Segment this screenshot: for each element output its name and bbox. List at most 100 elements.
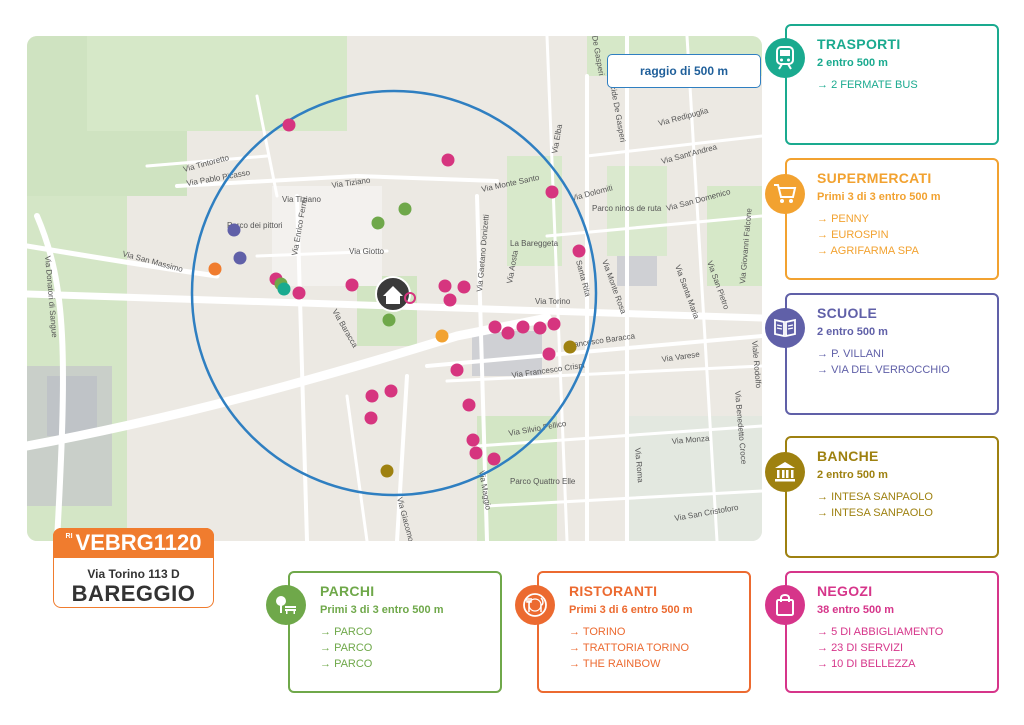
card-scuole: SCUOLE 2 entro 500 m P. VILLANI VIA DEL … — [785, 293, 999, 415]
card-list: P. VILLANI VIA DEL VERROCCHIO — [817, 346, 987, 378]
street-label: Via Tintoretto — [182, 153, 230, 174]
poi-marker[interactable] — [382, 313, 396, 327]
card-ristoranti: RISTORANTI Primi 3 di 6 entro 500 m TORI… — [537, 571, 751, 693]
poi-marker[interactable] — [563, 340, 577, 354]
poi-marker[interactable] — [457, 280, 471, 294]
card-title: PARCHI — [320, 583, 375, 599]
poi-markers — [208, 118, 586, 478]
cart-icon — [765, 174, 805, 214]
list-item: PARCO — [320, 640, 490, 656]
poi-marker[interactable] — [438, 279, 452, 293]
card-subtitle: 38 entro 500 m — [817, 604, 895, 616]
card-trasporti: TRASPORTI 2 entro 500 m 2 FERMATE BUS — [785, 24, 999, 145]
poi-marker[interactable] — [380, 464, 394, 478]
list-item: EUROSPIN — [817, 227, 987, 243]
poi-marker[interactable] — [282, 118, 296, 132]
list-item: TORINO — [569, 624, 739, 640]
map-canvas: Via Tintoretto Via Pablo Picasso Via Tiz… — [27, 36, 762, 541]
bank-icon — [765, 452, 805, 492]
list-item: 5 DI ABBIGLIAMENTO — [817, 624, 987, 640]
poi-marker[interactable] — [227, 223, 241, 237]
street-label: Viale Rodolfo — [750, 340, 762, 389]
street-label: Via Varese — [661, 350, 701, 364]
poi-marker[interactable] — [443, 293, 457, 307]
poi-marker[interactable] — [435, 329, 449, 343]
list-item: 10 DI BELLEZZA — [817, 656, 987, 672]
property-city: BAREGGIO — [71, 581, 196, 606]
card-title: SUPERMERCATI — [817, 170, 932, 186]
plate-icon — [515, 585, 555, 625]
list-item: PARCO — [320, 656, 490, 672]
poi-marker[interactable] — [384, 384, 398, 398]
card-subtitle: Primi 3 di 3 entro 500 m — [817, 191, 941, 203]
list-item: INTESA SANPAOLO — [817, 505, 987, 521]
list-item: PARCO — [320, 624, 490, 640]
poi-marker[interactable] — [545, 185, 559, 199]
card-banche: BANCHE 2 entro 500 m INTESA SANPAOLO INT… — [785, 436, 999, 558]
street-label: Santa Rita — [574, 259, 593, 298]
card-list: TORINO TRATTORIA TORINO THE RAINBOW — [569, 624, 739, 672]
poi-marker[interactable] — [487, 452, 501, 466]
poi-marker[interactable] — [208, 262, 222, 276]
poi-marker[interactable] — [501, 326, 515, 340]
card-subtitle: 2 entro 500 m — [817, 326, 888, 338]
poi-marker[interactable] — [466, 433, 480, 447]
poi-marker[interactable] — [462, 398, 476, 412]
card-parchi: PARCHI Primi 3 di 3 entro 500 m PARCO PA… — [288, 571, 502, 693]
card-title: TRASPORTI — [817, 36, 901, 52]
list-item: P. VILLANI — [817, 346, 987, 362]
card-subtitle: Primi 3 di 6 entro 500 m — [569, 604, 693, 616]
reference-code-badge: RI VEBRG1120 — [53, 528, 214, 558]
card-title: BANCHE — [817, 448, 879, 464]
reference-prefix: RI — [65, 533, 73, 540]
card-title: RISTORANTI — [569, 583, 658, 599]
street-label: Parco Quattro Elle — [510, 477, 576, 486]
home-marker-icon — [375, 276, 416, 312]
list-item: PENNY — [817, 211, 987, 227]
shopping-bag-icon — [765, 585, 805, 625]
radius-circle — [190, 89, 598, 497]
poi-marker[interactable] — [488, 320, 502, 334]
poi-marker[interactable] — [364, 411, 378, 425]
card-subtitle: Primi 3 di 3 entro 500 m — [320, 604, 444, 616]
card-list: 2 FERMATE BUS — [817, 77, 987, 93]
poi-marker[interactable] — [572, 244, 586, 258]
list-item: 23 DI SERVIZI — [817, 640, 987, 656]
street-label: Via Torino — [535, 297, 571, 306]
poi-marker[interactable] — [450, 363, 464, 377]
book-icon — [765, 308, 805, 348]
poi-marker[interactable] — [469, 446, 483, 460]
card-list: 5 DI ABBIGLIAMENTO 23 DI SERVIZI 10 DI B… — [817, 624, 987, 672]
poi-marker[interactable] — [542, 347, 556, 361]
property-reference: RI VEBRG1120 Via Torino 113 D BAREGGIO — [53, 528, 214, 608]
poi-marker[interactable] — [516, 320, 530, 334]
tree-bench-icon — [266, 585, 306, 625]
reference-code: VEBRG1120 — [75, 530, 202, 555]
train-icon — [765, 38, 805, 78]
card-list: INTESA SANPAOLO INTESA SANPAOLO — [817, 489, 987, 521]
street-label: Via Roma — [633, 447, 645, 483]
map-area[interactable]: Via Tintoretto Via Pablo Picasso Via Tiz… — [27, 36, 762, 541]
poi-marker[interactable] — [292, 286, 306, 300]
poi-marker[interactable] — [371, 216, 385, 230]
list-item: THE RAINBOW — [569, 656, 739, 672]
card-list: PENNY EUROSPIN AGRIFARMA SPA — [817, 211, 987, 259]
list-item: TRATTORIA TORINO — [569, 640, 739, 656]
card-title: NEGOZI — [817, 583, 873, 599]
poi-marker[interactable] — [345, 278, 359, 292]
poi-marker[interactable] — [277, 282, 291, 296]
street-label: Parco dei pittori — [227, 221, 283, 230]
card-subtitle: 2 entro 500 m — [817, 57, 888, 69]
street-label: Via Elba — [550, 123, 564, 154]
poi-marker[interactable] — [533, 321, 547, 335]
poi-marker[interactable] — [547, 317, 561, 331]
list-item: VIA DEL VERROCCHIO — [817, 362, 987, 378]
street-label: Parco ninos de ruta — [592, 204, 662, 213]
poi-marker[interactable] — [441, 153, 455, 167]
poi-marker[interactable] — [398, 202, 412, 216]
street-label: Via Baracca — [330, 308, 360, 350]
poi-marker[interactable] — [233, 251, 247, 265]
poi-marker[interactable] — [365, 389, 379, 403]
card-negozi: NEGOZI 38 entro 500 m 5 DI ABBIGLIAMENTO… — [785, 571, 999, 693]
card-subtitle: 2 entro 500 m — [817, 469, 888, 481]
